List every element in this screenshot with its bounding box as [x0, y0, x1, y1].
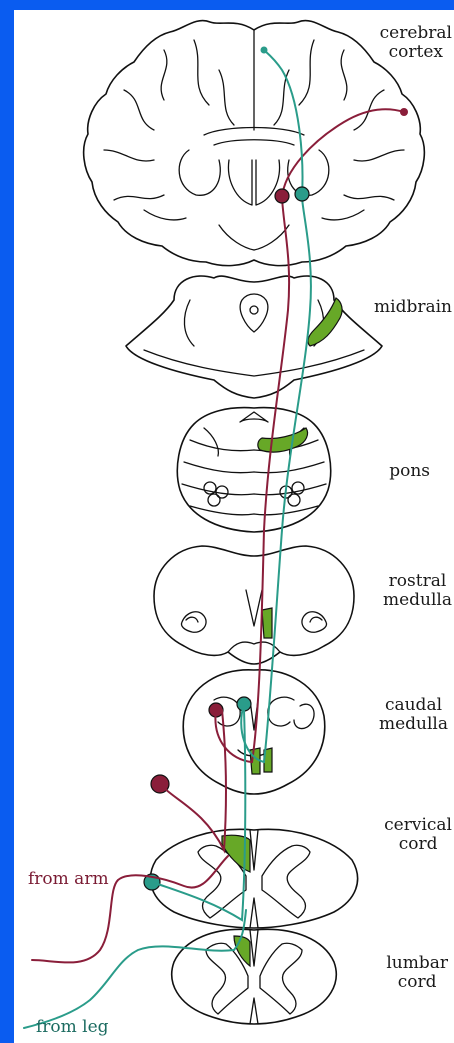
pons-section	[177, 408, 330, 532]
label-cerebral-cortex: cerebral cortex	[380, 24, 452, 62]
cortex-leg-terminal	[261, 47, 268, 54]
label-rostral-medulla: rostral medulla	[383, 572, 452, 610]
cerebral-cortex-section	[84, 21, 425, 266]
medial-lemniscus-rostral-medulla	[262, 608, 272, 638]
label-midbrain: midbrain	[374, 298, 452, 317]
label-pons: pons	[389, 462, 430, 481]
midbrain-section	[126, 276, 382, 398]
cortex-arm-terminal	[400, 108, 408, 116]
rostral-medulla-section	[154, 546, 354, 664]
diagram-frame: cerebral cortex midbrain pons rostral me…	[14, 10, 454, 1043]
label-from-arm: from arm	[28, 870, 109, 889]
label-cervical-cord: cervical cord	[384, 816, 452, 854]
label-caudal-medulla: caudal medulla	[379, 696, 448, 734]
thalamus-arm-neuron	[275, 189, 289, 203]
caudal-medulla-section	[183, 670, 325, 794]
label-lumbar-cord: lumbar cord	[386, 954, 448, 992]
label-from-leg: from leg	[36, 1018, 109, 1037]
thalamus-leg-neuron	[295, 187, 309, 201]
cervical-cord-section	[150, 775, 357, 928]
